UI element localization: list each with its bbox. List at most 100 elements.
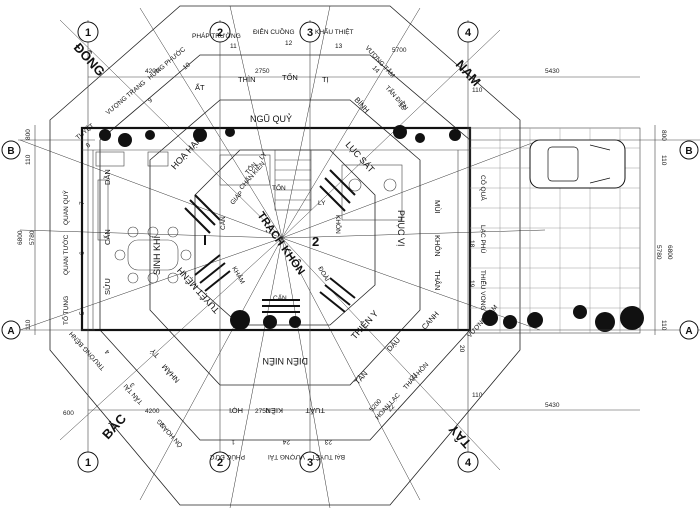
- svg-text:1: 1: [85, 27, 91, 39]
- svg-text:ẤT: ẤT: [195, 82, 205, 92]
- svg-text:QUAN TƯỚC: QUAN TƯỚC: [61, 234, 70, 275]
- svg-text:600: 600: [63, 410, 74, 417]
- svg-text:A: A: [685, 326, 692, 337]
- svg-text:5780: 5780: [29, 230, 36, 245]
- grid-marker-left-B: B: [1, 140, 21, 160]
- dimension-lines: [18, 20, 700, 462]
- svg-text:PHÁP TRƯỜNG: PHÁP TRƯỜNG: [192, 31, 241, 40]
- svg-text:12: 12: [285, 40, 293, 47]
- svg-text:LY: LY: [258, 151, 269, 162]
- svg-text:6800: 6800: [17, 230, 24, 245]
- svg-text:4: 4: [465, 27, 472, 39]
- svg-text:20: 20: [458, 345, 465, 353]
- svg-text:TUYỆT: TUYỆT: [74, 121, 96, 142]
- trigram-marks: [184, 169, 356, 313]
- svg-text:5780: 5780: [655, 245, 662, 260]
- svg-text:8: 8: [85, 142, 93, 150]
- inner-label-ngu-quy: NGŨ QUỶ: [250, 113, 292, 124]
- svg-text:NHÂM: NHÂM: [160, 362, 181, 384]
- svg-text:2: 2: [159, 421, 167, 429]
- grid-marker-top-1: 1: [77, 21, 99, 43]
- svg-text:TỐN: TỐN: [282, 72, 298, 82]
- grid-marker-top-2: 2: [209, 21, 231, 43]
- direction-east: ĐÔNG: [71, 40, 108, 79]
- svg-text:A: A: [7, 326, 14, 337]
- svg-text:THÂN: THÂN: [433, 270, 442, 290]
- svg-text:CẤN: CẤN: [102, 229, 112, 245]
- svg-text:21: 21: [409, 371, 419, 381]
- svg-text:9: 9: [147, 97, 155, 105]
- inner-label-sinh-khi: SINH KHÍ: [152, 235, 162, 275]
- svg-text:THIẾU VONG: THIẾU VONG: [479, 270, 489, 310]
- svg-text:5: 5: [79, 311, 86, 315]
- svg-text:4: 4: [465, 457, 472, 469]
- svg-text:110: 110: [25, 154, 32, 165]
- inner-label-phuc-vi: PHỤC VỊ: [396, 210, 406, 247]
- svg-text:800: 800: [660, 130, 667, 141]
- center-number: 2: [312, 234, 319, 249]
- svg-text:KHẨU THIỆT: KHẨU THIỆT: [315, 27, 354, 36]
- svg-text:B: B: [685, 146, 692, 157]
- svg-text:PHÚC ĐỨC: PHÚC ĐỨC: [210, 453, 245, 462]
- svg-text:TÂN: TÂN: [353, 369, 370, 386]
- svg-text:CẤN: CẤN: [217, 216, 227, 230]
- svg-text:110: 110: [660, 155, 667, 166]
- room-phuc-vi: [341, 164, 403, 221]
- svg-text:4200: 4200: [145, 408, 160, 415]
- inner-octagon: [149, 99, 421, 386]
- middle-octagon: [99, 54, 471, 441]
- direction-west: TÂY: [445, 421, 474, 451]
- svg-text:2750: 2750: [255, 68, 270, 75]
- car-icon: [529, 139, 626, 189]
- svg-text:THÌN: THÌN: [238, 75, 256, 84]
- grid-marker-right-B: B: [679, 140, 699, 160]
- svg-text:110: 110: [660, 320, 667, 331]
- svg-text:13: 13: [335, 43, 343, 50]
- svg-text:800: 800: [25, 129, 32, 140]
- svg-text:5430: 5430: [545, 68, 560, 75]
- plants: [99, 125, 644, 332]
- svg-text:110: 110: [472, 87, 483, 94]
- svg-text:24: 24: [282, 438, 290, 445]
- inner-label-dien-nien: DIÊN NIÊN: [262, 356, 308, 366]
- svg-text:18: 18: [468, 240, 475, 248]
- grid-marker-right-A: A: [679, 320, 699, 340]
- grid-marker-bottom-3: 3: [299, 451, 321, 473]
- center-title: TRẠCH KHÔN: [255, 209, 308, 277]
- svg-text:5700: 5700: [392, 47, 407, 54]
- svg-text:TRƯỜNG BỆNH: TRƯỜNG BỆNH: [67, 330, 107, 373]
- svg-text:15: 15: [397, 102, 407, 112]
- svg-text:LY: LY: [318, 200, 326, 207]
- svg-text:TUẤT: TUẤT: [305, 406, 325, 416]
- svg-text:1: 1: [231, 438, 235, 445]
- garage: [469, 127, 641, 334]
- svg-text:QUAN QUÝ: QUAN QUÝ: [61, 190, 70, 225]
- dining-table: [114, 226, 192, 284]
- svg-text:ĐIÊN CUỒNG: ĐIÊN CUỒNG: [253, 26, 295, 36]
- svg-text:ÔN HOÀNG: ÔN HOÀNG: [154, 417, 184, 449]
- grid-marker-bottom-4: 4: [457, 451, 479, 473]
- center-labels: CẤN KHÔN ĐOÀI KHẢM LY CẤN TỐN KIỀN CHẤN …: [217, 151, 343, 302]
- svg-text:DẬU: DẬU: [385, 336, 402, 354]
- svg-text:CANH: CANH: [420, 310, 441, 332]
- svg-text:110: 110: [472, 392, 483, 399]
- inner-label-luc-sat: LỤC SÁT: [344, 140, 377, 175]
- svg-text:4200: 4200: [145, 68, 160, 75]
- svg-text:BẠI TUYỆT: BẠI TUYỆT: [311, 453, 345, 462]
- svg-text:14: 14: [371, 65, 381, 75]
- svg-text:DẦN: DẦN: [102, 169, 112, 185]
- svg-text:2: 2: [217, 27, 223, 39]
- svg-text:CÔ QUẢ: CÔ QUẢ: [479, 175, 488, 201]
- grid-marker-bottom-2: 2: [209, 451, 231, 473]
- svg-text:6: 6: [79, 251, 86, 255]
- svg-text:3: 3: [307, 27, 313, 39]
- svg-text:1: 1: [85, 457, 91, 469]
- svg-text:TỐ TỤNG: TỐ TỤNG: [60, 296, 70, 325]
- svg-text:KHÔN: KHÔN: [334, 215, 343, 234]
- svg-text:CẤN: CẤN: [273, 292, 287, 302]
- svg-text:LẠC PHÙ: LẠC PHÙ: [479, 225, 488, 253]
- svg-text:23: 23: [324, 438, 332, 445]
- svg-text:HƯNG PHƯỚC: HƯNG PHƯỚC: [146, 44, 188, 81]
- svg-text:HỢI: HỢI: [229, 406, 243, 415]
- svg-text:VƯỢNG TÀI: VƯỢNG TÀI: [268, 453, 305, 462]
